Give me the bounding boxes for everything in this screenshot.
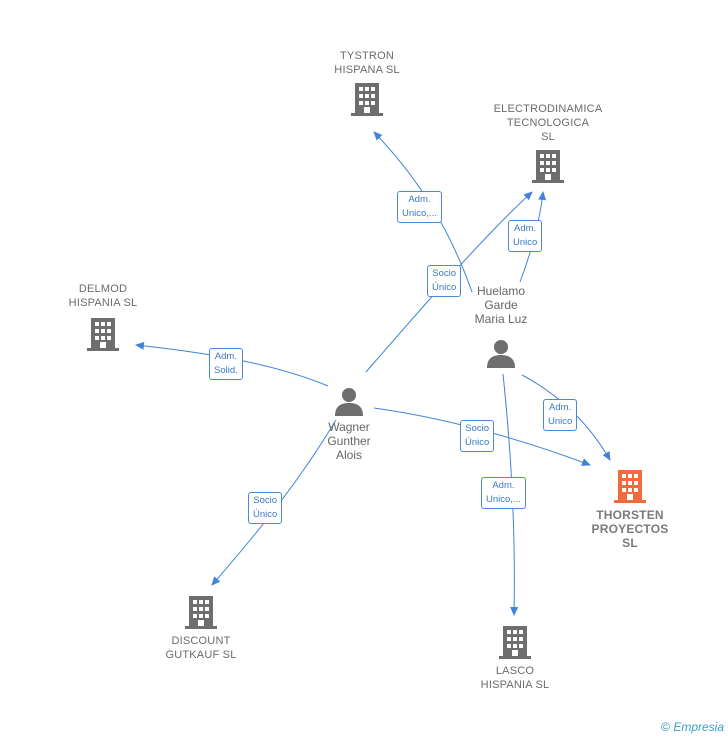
company-node-thorsten[interactable]: THORSTEN PROYECTOS SL bbox=[574, 468, 686, 550]
building-icon bbox=[499, 626, 531, 659]
relation-label-huelamo-thorsten[interactable]: Adm. Unico bbox=[543, 399, 578, 431]
brand-name: Empresia bbox=[673, 720, 724, 734]
relation-label-huelamo-tystron[interactable]: Adm. Unico,... bbox=[397, 191, 442, 223]
brand-footer[interactable]: © Empresia bbox=[661, 720, 724, 734]
company-node-delmod[interactable]: DELMOD HISPANIA SL bbox=[48, 282, 158, 352]
building-icon bbox=[532, 150, 564, 183]
copyright-icon: © bbox=[661, 720, 670, 734]
relation-label-wagner-delmod[interactable]: Adm. Solid. bbox=[209, 348, 243, 380]
company-node-discount[interactable]: DISCOUNT GUTKAUF SL bbox=[146, 594, 256, 662]
person-label: Wagner Gunther Alois bbox=[327, 420, 371, 462]
person-node-huelamo[interactable]: Huelamo Garde Maria Luz bbox=[456, 284, 546, 368]
relation-label-wagner-discount[interactable]: Socio Único bbox=[248, 492, 283, 524]
person-label: Huelamo Garde Maria Luz bbox=[474, 284, 528, 326]
company-node-electrodinamica[interactable]: ELECTRODINAMICA TECNOLOGICA SL bbox=[478, 102, 618, 184]
building-icon bbox=[614, 470, 646, 503]
company-label: TYSTRON HISPANA SL bbox=[334, 50, 400, 76]
relation-label-huelamo-electrodinamica[interactable]: Adm. Unico bbox=[508, 220, 543, 252]
company-label: DISCOUNT GUTKAUF SL bbox=[165, 635, 237, 661]
relation-label-huelamo-lasco[interactable]: Adm. Unico,... bbox=[481, 477, 526, 509]
building-icon bbox=[185, 596, 217, 629]
relation-label-wagner-electrodinamica[interactable]: Socio Único bbox=[427, 265, 462, 297]
person-icon bbox=[335, 388, 363, 416]
person-icon bbox=[487, 340, 515, 368]
relation-label-wagner-thorsten[interactable]: Socio Único bbox=[460, 420, 495, 452]
company-label: DELMOD HISPANIA SL bbox=[68, 283, 138, 309]
building-icon bbox=[351, 83, 383, 116]
company-node-tystron[interactable]: TYSTRON HISPANA SL bbox=[312, 49, 422, 117]
company-node-lasco[interactable]: LASCO HISPANIA SL bbox=[460, 624, 570, 692]
company-label: THORSTEN PROYECTOS SL bbox=[591, 508, 669, 550]
edge-wagner-thorsten bbox=[373, 407, 591, 466]
building-icon bbox=[87, 318, 119, 351]
company-label: ELECTRODINAMICA TECNOLOGICA SL bbox=[493, 103, 603, 143]
person-node-wagner[interactable]: Wagner Gunther Alois bbox=[304, 386, 394, 462]
company-label: LASCO HISPANIA SL bbox=[480, 665, 550, 691]
